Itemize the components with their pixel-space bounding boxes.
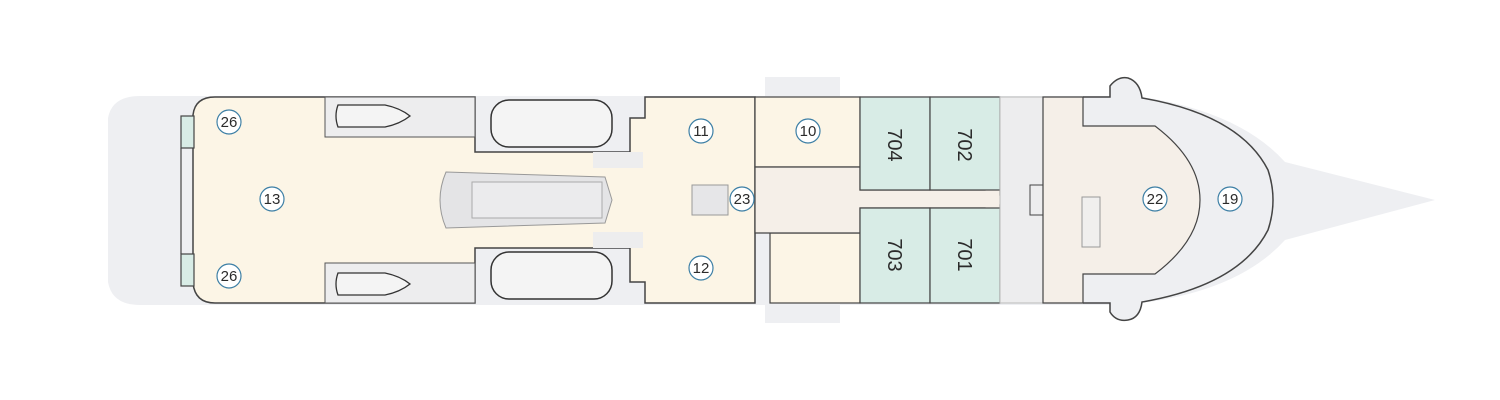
- stern-box-top: [180, 115, 195, 149]
- marker-19: 19: [1217, 186, 1243, 212]
- svg-text:23: 23: [734, 191, 751, 208]
- cabin-703: [859, 207, 931, 304]
- marker-22: 22: [1142, 186, 1168, 212]
- cabin-label-703: 703: [883, 238, 905, 271]
- upper-stair-tab: [765, 77, 840, 99]
- svg-text:11: 11: [693, 123, 709, 140]
- lift-box: [691, 184, 729, 216]
- lounge-bar: [1081, 196, 1101, 248]
- svg-text:22: 22: [1147, 191, 1164, 208]
- lifeboat-bottom: [490, 251, 613, 300]
- svg-text:19: 19: [1222, 191, 1239, 208]
- marker-26-bottom: 26: [216, 263, 242, 289]
- cabin-label-701: 701: [953, 238, 975, 271]
- marker-26-top: 26: [216, 109, 242, 135]
- marker-12: 12: [688, 255, 714, 281]
- bow-outline: [1083, 76, 1274, 322]
- forward-lounge: [1042, 96, 1201, 304]
- lower-stair-tab: [765, 300, 840, 323]
- cabin-label-702: 702: [953, 128, 975, 161]
- pool: [471, 181, 603, 219]
- svg-text:26: 26: [221, 268, 238, 285]
- tender-boat-top: [335, 104, 412, 128]
- room-aft-bottom: [769, 232, 861, 304]
- cabin-label-704: 704: [883, 128, 905, 161]
- cabin-704: [859, 96, 931, 191]
- lifeboat-top: [490, 99, 613, 148]
- marker-13: 13: [259, 186, 285, 212]
- marker-10: 10: [795, 118, 821, 144]
- cabin-702: [929, 96, 1001, 191]
- stern-box-bottom: [180, 253, 195, 287]
- svg-text:10: 10: [800, 123, 817, 140]
- tender-boat-bottom: [335, 272, 412, 296]
- marker-11: 11: [688, 118, 714, 144]
- svg-text:26: 26: [221, 114, 238, 131]
- svg-text:13: 13: [264, 191, 281, 208]
- svg-text:12: 12: [693, 260, 710, 277]
- marker-23: 23: [729, 186, 755, 212]
